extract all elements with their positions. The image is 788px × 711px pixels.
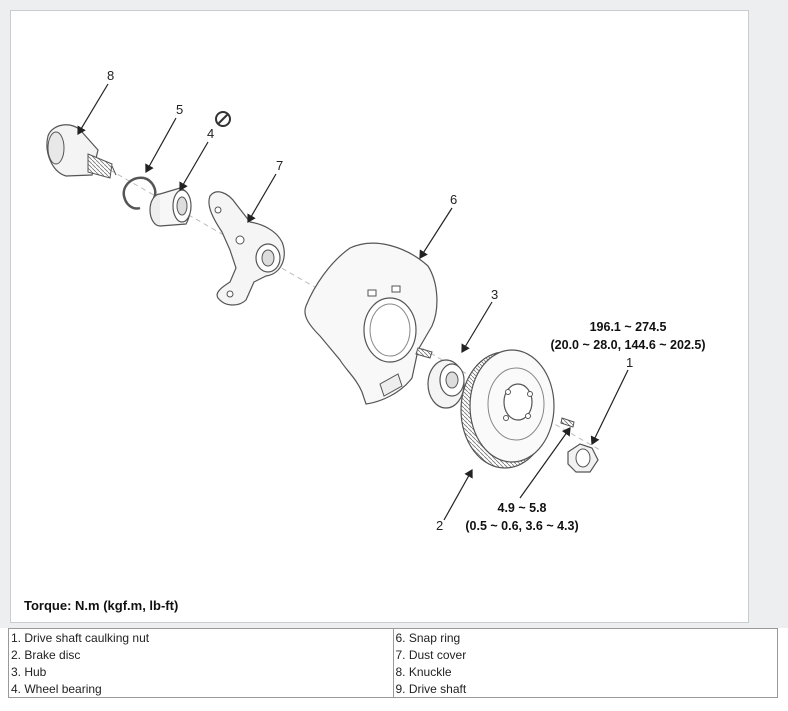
- torque-nut-value: 196.1 ~ 274.5: [590, 320, 667, 334]
- legend-item: 9. Drive shaft: [392, 680, 778, 698]
- leader-lines: [77, 83, 629, 521]
- caulking-nut-part: [567, 443, 599, 473]
- legend-item: 2. Brake disc: [8, 646, 394, 663]
- callout-2: 2: [436, 518, 443, 533]
- disc-screw-part: [560, 417, 575, 428]
- callout-4: 4: [207, 126, 214, 141]
- legend-item: 7. Dust cover: [392, 646, 778, 663]
- torque-nut-conversions: (20.0 ~ 28.0, 144.6 ~ 202.5): [551, 338, 706, 352]
- callout-3: 3: [491, 287, 498, 302]
- hub-part: [427, 359, 465, 409]
- callout-6: 6: [450, 192, 457, 207]
- brake-disc-part: [460, 349, 555, 469]
- torque-screw-value: 4.9 ~ 5.8: [498, 501, 547, 515]
- legend-item: 3. Hub: [8, 663, 394, 680]
- legend-item: 4. Wheel bearing: [8, 680, 394, 698]
- callout-1: 1: [626, 355, 633, 370]
- dust-cover-part: [304, 242, 438, 405]
- callout-7: 7: [276, 158, 283, 173]
- callout-8: 8: [107, 68, 114, 83]
- callout-5: 5: [176, 102, 183, 117]
- torque-unit-label: Torque: N.m (kgf.m, lb-ft): [24, 598, 179, 613]
- hub-bolt-part: [415, 347, 433, 359]
- wheel-bearing-part: [149, 187, 192, 227]
- knuckle-part: [208, 191, 285, 306]
- drive-shaft-part: [46, 124, 117, 179]
- exploded-view-diagram: 8 5 4 7 6 3 1 2 196.1 ~ 274.5 (20.0 ~ 28…: [46, 68, 706, 533]
- prohibition-icon: [215, 111, 231, 127]
- legend-item: 8. Knuckle: [392, 663, 778, 680]
- torque-screw-conversions: (0.5 ~ 0.6, 3.6 ~ 4.3): [465, 519, 578, 533]
- legend-item: 1. Drive shaft caulking nut: [8, 628, 394, 646]
- legend-item: 6. Snap ring: [392, 628, 778, 646]
